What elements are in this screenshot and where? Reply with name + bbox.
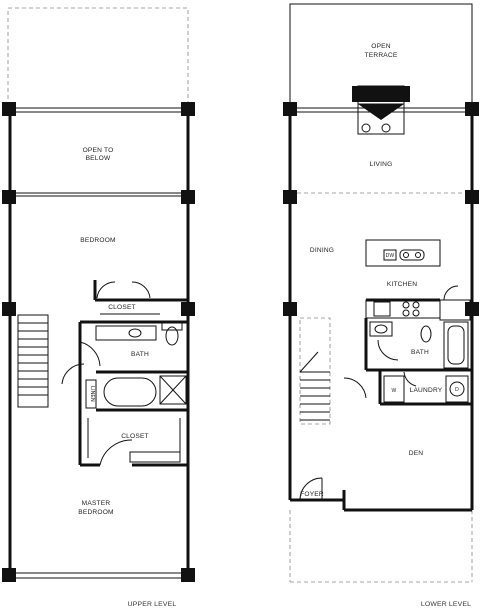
lower-bath: [364, 318, 469, 370]
room-label-foyer: FOYER: [300, 491, 324, 498]
room-label-bath: BATH: [131, 351, 149, 358]
fireplace: [352, 85, 410, 135]
room-label-closet-top: CLOSET: [108, 304, 136, 311]
upper-level-label: UPPER LEVEL: [128, 601, 177, 608]
room-label-terrace-1: OPEN: [371, 43, 391, 50]
room-label-laundry: LAUNDRY: [410, 387, 443, 394]
room-label-master-1: MASTER: [82, 500, 111, 507]
column: [283, 190, 297, 204]
column: [2, 102, 16, 116]
room-label-bath-lower: BATH: [411, 349, 429, 356]
kitchen-island: [365, 239, 441, 267]
column: [465, 302, 479, 316]
appliance-label-dw: DW: [386, 253, 395, 259]
room-label-linen: LINEN: [89, 386, 95, 402]
room-label-open-to-below-2: BELOW: [86, 155, 111, 162]
room-label-bedroom: BEDROOM: [80, 237, 115, 244]
room-label-master-2: BEDROOM: [78, 509, 113, 516]
room-label-kitchen: KITCHEN: [387, 281, 417, 288]
laundry-room: [343, 368, 472, 406]
room-label-dining: DINING: [310, 247, 334, 254]
upper-closet-bottom: [78, 410, 188, 467]
lower-level-plan: OPEN TERRACE LIVING DINING DW KITCHEN BA…: [283, 3, 479, 608]
room-label-terrace-2: TERRACE: [365, 52, 398, 59]
room-label-closet-bottom: CLOSET: [121, 433, 149, 440]
column: [181, 190, 195, 204]
appliance-label-dryer: D: [455, 387, 459, 393]
lower-level-label: LOWER LEVEL: [421, 601, 471, 608]
column: [283, 102, 297, 116]
upper-open-area-outline: [7, 7, 189, 109]
column: [181, 302, 195, 316]
upper-bath: [61, 320, 188, 412]
kitchen-counter: [365, 285, 471, 321]
upper-level-plan: OPEN TO BELOW BEDROOM CLOSET BATH LINEN …: [2, 7, 195, 608]
upper-closet-top: [93, 280, 188, 315]
column: [465, 102, 479, 116]
column: [283, 302, 297, 316]
column: [2, 190, 16, 204]
column: [2, 568, 16, 582]
appliance-label-washer: W: [392, 388, 397, 394]
column: [2, 302, 16, 316]
column: [465, 190, 479, 204]
foyer: [290, 477, 472, 512]
lower-stair: [299, 317, 331, 425]
room-label-open-to-below-1: OPEN TO: [83, 147, 114, 154]
room-label-living: LIVING: [370, 161, 393, 168]
upper-stair: [17, 314, 49, 408]
column: [181, 102, 195, 116]
room-label-den: DEN: [409, 450, 424, 457]
column: [181, 568, 195, 582]
